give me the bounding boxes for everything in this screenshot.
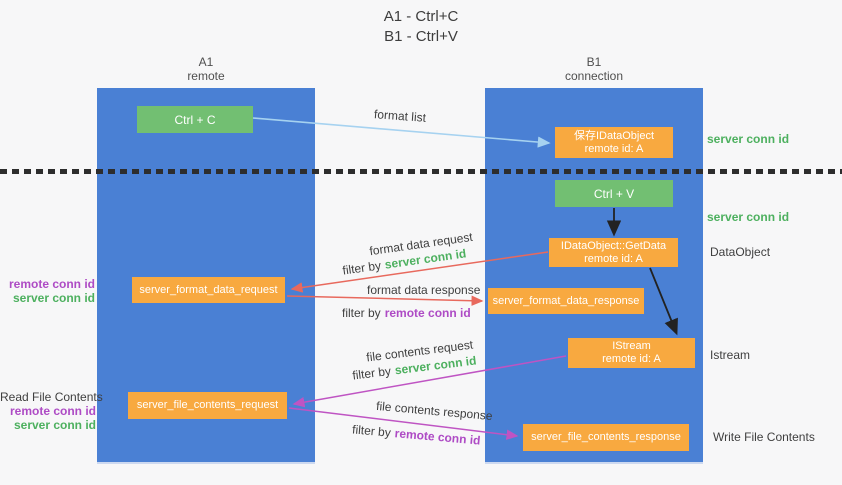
node-server-file-contents-request: server_file_contents_request: [128, 392, 287, 419]
node-server-format-data-request: server_format_data_request: [132, 277, 285, 303]
column-header-b1: B1 connection: [485, 55, 703, 83]
node-ctrl-v: Ctrl + V: [555, 180, 673, 207]
label-filter-by-1: filter by: [341, 258, 382, 278]
node-file-request-label: server_file_contents_request: [136, 399, 279, 411]
node-server-file-contents-response: server_file_contents_response: [523, 424, 689, 451]
node-istream-line2: remote id: A: [602, 353, 661, 365]
label-filter-remote-value-1: remote conn id: [384, 306, 471, 320]
annotation-remote-conn-id-2: remote conn id: [9, 404, 96, 418]
node-getdata-line1: IDataObject::GetData: [560, 239, 667, 252]
column-a1-subtitle: remote: [187, 69, 225, 83]
node-idataobject-getdata: IDataObject::GetData remote id: A: [549, 238, 678, 267]
label-format-data-response: format data response: [367, 283, 481, 297]
column-a1-name: A1: [198, 55, 214, 69]
label-filter-by-3: filter by: [351, 363, 392, 383]
annotation-server-conn-id-1: server conn id: [707, 132, 790, 146]
annotation-server-conn-id-2: server conn id: [707, 210, 790, 224]
node-istream-line1: IStream: [612, 340, 651, 352]
annotation-dataobject: DataObject: [710, 245, 771, 259]
node-ctrl-v-label: Ctrl + V: [593, 186, 635, 201]
node-save-idataobject: 保存IDataObject remote id: A: [555, 127, 673, 158]
label-filter-remote-value-2: remote conn id: [394, 426, 482, 448]
annotation-write-file-contents: Write File Contents: [713, 430, 815, 444]
node-save-idataobject-line2: remote id: A: [584, 142, 644, 155]
annotation-read-file-block: Read File Contents remote conn id server…: [0, 390, 103, 432]
label-format-list: format list: [373, 107, 427, 125]
annotation-read-file-contents: Read File Contents: [0, 390, 103, 404]
column-b1-subtitle: connection: [564, 69, 624, 83]
title-line-2: B1 - Ctrl+V: [384, 28, 458, 45]
node-server-format-data-response: server_format_data_response: [488, 288, 644, 314]
phase-divider-dashed-line: [0, 169, 842, 174]
annotation-conn-ids-format: remote conn id server conn id: [0, 277, 95, 305]
node-format-response-label: server_format_data_response: [492, 294, 640, 307]
node-getdata-line2: remote id: A: [584, 252, 643, 265]
node-format-request-label: server_format_data_request: [139, 283, 278, 296]
title-line-1: A1 - Ctrl+C: [383, 8, 459, 25]
node-file-response-label: server_file_contents_response: [531, 431, 681, 443]
node-save-idataobject-line1: 保存IDataObject: [573, 129, 655, 142]
diagram-title: A1 - Ctrl+C B1 - Ctrl+V: [300, 7, 542, 47]
label-filter-by-2: filter by: [342, 306, 381, 320]
label-filter-by-4: filter by: [351, 422, 392, 440]
annotation-server-conn-id-3: server conn id: [12, 291, 95, 305]
node-istream: IStream remote id: A: [568, 338, 695, 368]
node-ctrl-c-label: Ctrl + C: [174, 112, 216, 127]
node-ctrl-c: Ctrl + C: [137, 106, 253, 133]
label-file-contents-response: file contents response: [375, 398, 494, 424]
annotation-istream: Istream: [710, 348, 751, 362]
column-b1-name: B1: [586, 55, 602, 69]
annotation-remote-conn-id-1: remote conn id: [8, 277, 95, 291]
column-header-a1: A1 remote: [97, 55, 315, 83]
annotation-server-conn-id-4: server conn id: [13, 418, 96, 432]
